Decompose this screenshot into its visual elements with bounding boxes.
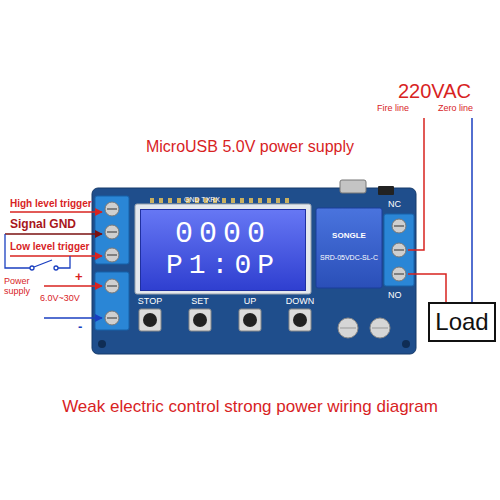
power-input-label: Power supply (4, 277, 42, 297)
polarity-sign: + (75, 270, 83, 284)
terminal-name: NO (388, 291, 402, 301)
relay-brand: SONGLE (332, 232, 366, 241)
pin-name: Low level trigger (10, 241, 89, 252)
node-text: P1:0P (166, 251, 280, 282)
polarity-sign: - (78, 320, 82, 334)
wire-name: Zero line (438, 104, 473, 114)
header-pin-names: GND TXRX (184, 196, 220, 204)
pcb-board (92, 188, 416, 354)
button-name: SET (191, 297, 209, 307)
terminal-block (95, 196, 129, 264)
reset-button (378, 186, 394, 195)
pin-name: High level trigger (10, 198, 92, 209)
terminal-screws (105, 202, 119, 325)
push-buttons (139, 309, 311, 331)
relay-model: SRD-05VDC-SL-C (320, 254, 378, 262)
voltage-label: 220VAC (398, 80, 471, 102)
button-name: STOP (138, 297, 162, 307)
terminal-block (95, 272, 129, 330)
relay (316, 208, 382, 288)
terminal-name: NC (388, 200, 401, 210)
load-box: Load (428, 302, 496, 342)
node-text: 0000 (175, 218, 271, 251)
lcd-display: 0000P1:0P (140, 209, 306, 291)
mains-wires (408, 118, 472, 302)
capacitors (338, 318, 390, 338)
voltage-range: 6.0V~30V (40, 294, 80, 304)
button-name: DOWN (286, 297, 315, 307)
lcd-bezel (135, 204, 311, 294)
signal-wires (5, 212, 102, 318)
usb-power-note: MicroUSB 5.0V power supply (146, 138, 354, 156)
button-name: UP (244, 297, 257, 307)
caption: Weak electric control strong power wirin… (62, 398, 438, 417)
node-text: Load (435, 309, 489, 335)
pin-name: Signal GND (10, 218, 76, 231)
wire-name: Fire line (377, 104, 409, 114)
micro-usb-port (340, 180, 366, 193)
